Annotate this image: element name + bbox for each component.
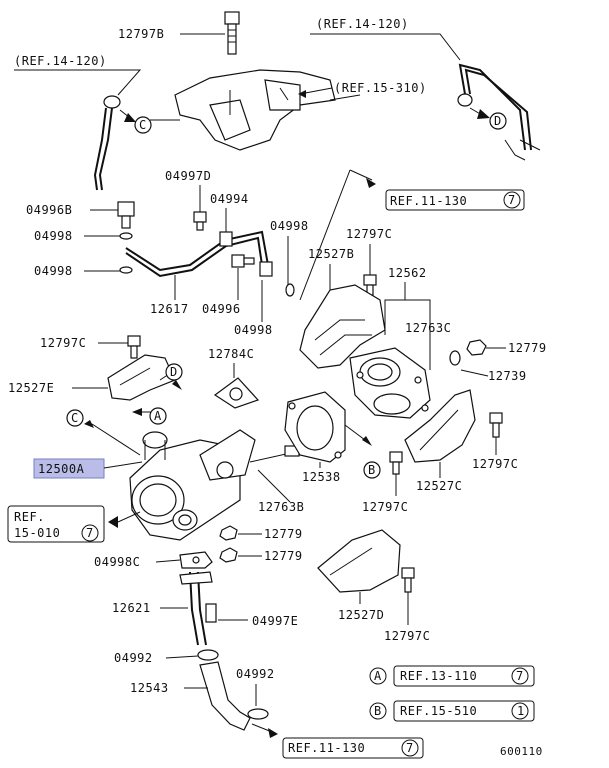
exhaust-manifold-top xyxy=(150,69,361,151)
oil-pipe-12617 xyxy=(125,230,273,278)
drawing-number: 600110 xyxy=(500,745,543,758)
part-label-12543[interactable]: 12543 xyxy=(130,681,169,695)
ref-label-15-310[interactable]: (REF.15-310) xyxy=(334,81,427,95)
pipe-14-120-right: D xyxy=(457,63,541,161)
marker-C-turbo: C xyxy=(71,411,79,425)
part-label-04998-b[interactable]: 04998 xyxy=(34,264,73,278)
ref-box-11-130-bottom[interactable] xyxy=(282,737,424,759)
oil-return-pipe-12621 xyxy=(179,571,213,646)
gasket-12784C xyxy=(213,377,260,409)
part-label-12784C[interactable]: 12784C xyxy=(208,347,254,361)
washer-04998-c xyxy=(285,283,295,297)
pipe-14-120-left: C xyxy=(93,95,152,191)
part-label-12797C-c[interactable]: 12797C xyxy=(472,457,518,471)
part-label-12562[interactable]: 12562 xyxy=(388,266,427,280)
nut-12779-a xyxy=(466,339,487,356)
part-label-12763C[interactable]: 12763C xyxy=(405,321,451,335)
ref-num-11-130-top: 7 xyxy=(508,193,516,207)
ref-label-15-010-line1[interactable]: REF. xyxy=(14,510,45,524)
bolt-04997D xyxy=(193,211,207,231)
bolt-04996 xyxy=(231,254,255,268)
part-label-04996[interactable]: 04996 xyxy=(202,302,241,316)
bolt-04996B xyxy=(117,201,135,229)
bolt-04997E xyxy=(205,603,217,623)
part-label-12779-b[interactable]: 12779 xyxy=(264,527,303,541)
bolt-12797C-b xyxy=(127,335,141,359)
nut-12779-c xyxy=(219,547,238,563)
washer-04998-a xyxy=(119,232,133,240)
hose-12543 xyxy=(199,661,251,731)
marker-D: D xyxy=(494,114,502,128)
part-label-12797C-b[interactable]: 12797C xyxy=(40,336,86,350)
ref-num-15-010: 7 xyxy=(86,526,94,540)
ref-label-14-120-right[interactable]: (REF.14-120) xyxy=(316,17,409,31)
part-label-12763B[interactable]: 12763B xyxy=(258,500,304,514)
bracket-12527C xyxy=(404,389,476,463)
highlight-12500A xyxy=(33,458,105,479)
ref-box-15-510[interactable] xyxy=(393,700,535,722)
part-label-04992-b[interactable]: 04992 xyxy=(236,667,275,681)
ref-label-11-130-top[interactable]: REF.11-130 xyxy=(390,194,467,208)
ref-num-15-510: 1 xyxy=(517,704,525,718)
part-label-04997D[interactable]: 04997D xyxy=(165,169,211,183)
part-label-04998-d[interactable]: 04998 xyxy=(234,323,273,337)
part-label-12779-c[interactable]: 12779 xyxy=(264,549,303,563)
clamp-04992-a xyxy=(197,649,219,661)
ref-label-15-010-line2[interactable]: 15-010 xyxy=(14,526,60,540)
heat-shield-12527D xyxy=(317,529,401,593)
part-label-12797C-d[interactable]: 12797C xyxy=(362,500,408,514)
heat-shield-12527B xyxy=(299,284,386,369)
heat-shield-12527E xyxy=(107,354,176,401)
gasket-04998C xyxy=(179,551,213,569)
ref-label-14-120-left[interactable]: (REF.14-120) xyxy=(14,54,107,68)
part-label-04997E[interactable]: 04997E xyxy=(252,614,298,628)
nut-12779-b xyxy=(219,525,238,541)
ref-label-15-510[interactable]: REF.15-510 xyxy=(400,704,477,718)
marker-C-top: C xyxy=(139,118,147,132)
part-label-12621[interactable]: 12621 xyxy=(112,601,151,615)
legend-marker-A: A xyxy=(374,669,382,683)
gasket-12538 xyxy=(284,391,346,463)
part-label-12527B[interactable]: 12527B xyxy=(308,247,354,261)
ref-num-13-110: 7 xyxy=(516,669,524,683)
ref-label-11-130-bottom[interactable]: REF.11-130 xyxy=(288,741,365,755)
washer-04998-b xyxy=(119,266,133,274)
part-label-12617[interactable]: 12617 xyxy=(150,302,189,316)
marker-D-mid: D xyxy=(170,365,178,379)
bolt-12797B xyxy=(224,11,240,55)
part-label-12500A[interactable]: 12500A xyxy=(38,462,85,476)
ref-box-11-130-top[interactable] xyxy=(385,189,525,211)
part-label-04994[interactable]: 04994 xyxy=(210,192,249,206)
bolt-12797C-d xyxy=(389,451,403,475)
ref-box-15-010[interactable] xyxy=(7,505,105,543)
part-label-04996B[interactable]: 04996B xyxy=(26,203,72,217)
ref-num-11-130-bottom: 7 xyxy=(406,741,414,755)
marker-D-circle xyxy=(165,363,183,381)
bolt-12797C-c xyxy=(489,412,503,438)
turbocharger-12500A[interactable] xyxy=(129,429,300,541)
part-label-12797C-e[interactable]: 12797C xyxy=(384,629,430,643)
part-label-12797C-a[interactable]: 12797C xyxy=(346,227,392,241)
part-label-12797B[interactable]: 12797B xyxy=(118,27,164,41)
part-label-12739[interactable]: 12739 xyxy=(488,369,527,383)
part-label-04998-a[interactable]: 04998 xyxy=(34,229,73,243)
part-label-04998C[interactable]: 04998C xyxy=(94,555,140,569)
marker-B-mid: B xyxy=(368,463,376,477)
part-label-12527E[interactable]: 12527E xyxy=(8,381,54,395)
legend-marker-B: B xyxy=(374,704,382,718)
part-label-04992-a[interactable]: 04992 xyxy=(114,651,153,665)
part-label-12527D[interactable]: 12527D xyxy=(338,608,384,622)
ref-label-13-110[interactable]: REF.13-110 xyxy=(400,669,477,683)
clamp-04992-b xyxy=(247,708,269,720)
part-label-12538[interactable]: 12538 xyxy=(302,470,341,484)
part-label-12527C[interactable]: 12527C xyxy=(416,479,462,493)
part-label-04998-c[interactable]: 04998 xyxy=(270,219,309,233)
marker-A-turbo: A xyxy=(154,409,162,423)
bolt-12797C-e xyxy=(401,567,415,593)
washer-12739 xyxy=(449,350,461,366)
exhaust-elbow-12562 xyxy=(349,347,431,419)
ref-box-13-110[interactable] xyxy=(393,665,535,687)
part-label-12779-a[interactable]: 12779 xyxy=(508,341,547,355)
